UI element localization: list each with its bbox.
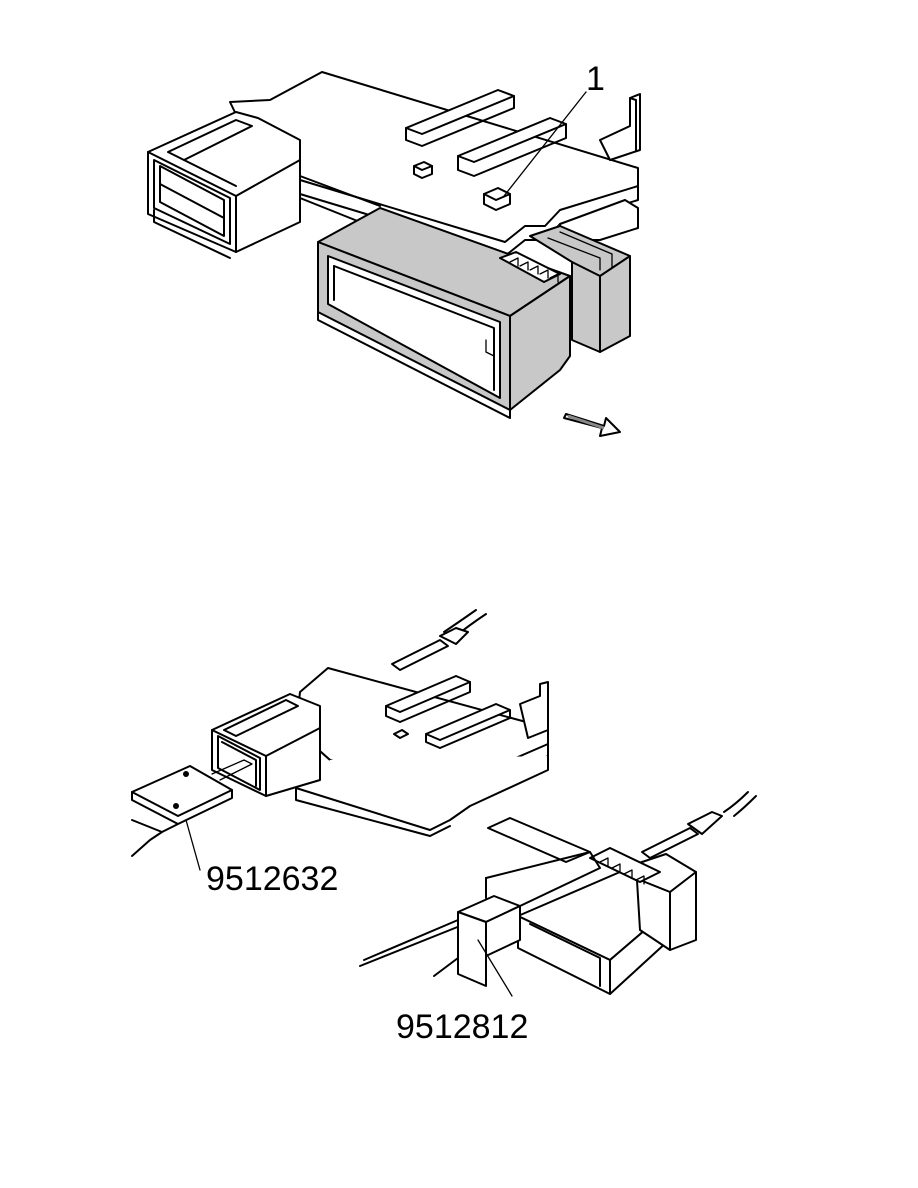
lower-right-housing [487,817,697,995]
arrow-down-right-icon [563,413,621,437]
terminal-wire-right [641,791,757,859]
tool-9512812 [359,851,601,997]
callout-label-1: 1 [586,60,605,98]
housing-rear-clip [529,225,631,353]
leader-line-9512812 [477,939,513,997]
lower-connector-plate [295,667,549,837]
tool-label-9512632: 9512632 [206,860,338,898]
housing-side-face [509,275,571,411]
lower-left-socket [211,693,321,797]
leader-line-9512632 [185,819,201,871]
tool-label-9512812: 9512812 [396,1008,528,1046]
top-connector-illustration: 1 [147,60,641,437]
grey-latch-housing [317,207,631,419]
left-socket-housing [147,111,381,259]
terminal-slots [499,251,561,283]
tool-9512632 [131,759,253,871]
terminal-wire-top [391,609,487,671]
bottom-tool-illustration: 9512632 [131,609,757,1046]
callout-leader-line-1 [503,91,587,197]
